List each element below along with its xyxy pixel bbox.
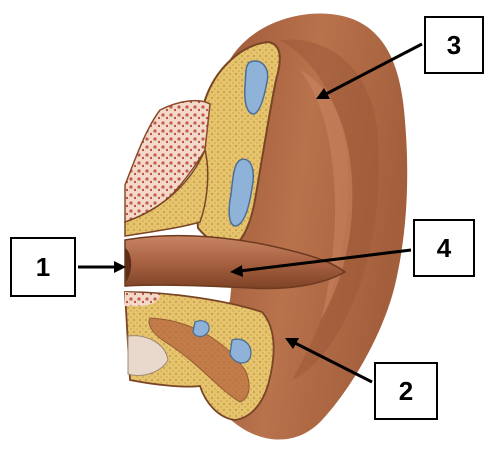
label-3: 3 [424, 16, 484, 74]
label-4: 4 [413, 219, 475, 277]
arrow-1 [78, 261, 126, 273]
lower-fluid-pocket-a [193, 321, 209, 337]
label-1: 1 [10, 237, 76, 297]
label-2: 2 [374, 362, 438, 420]
